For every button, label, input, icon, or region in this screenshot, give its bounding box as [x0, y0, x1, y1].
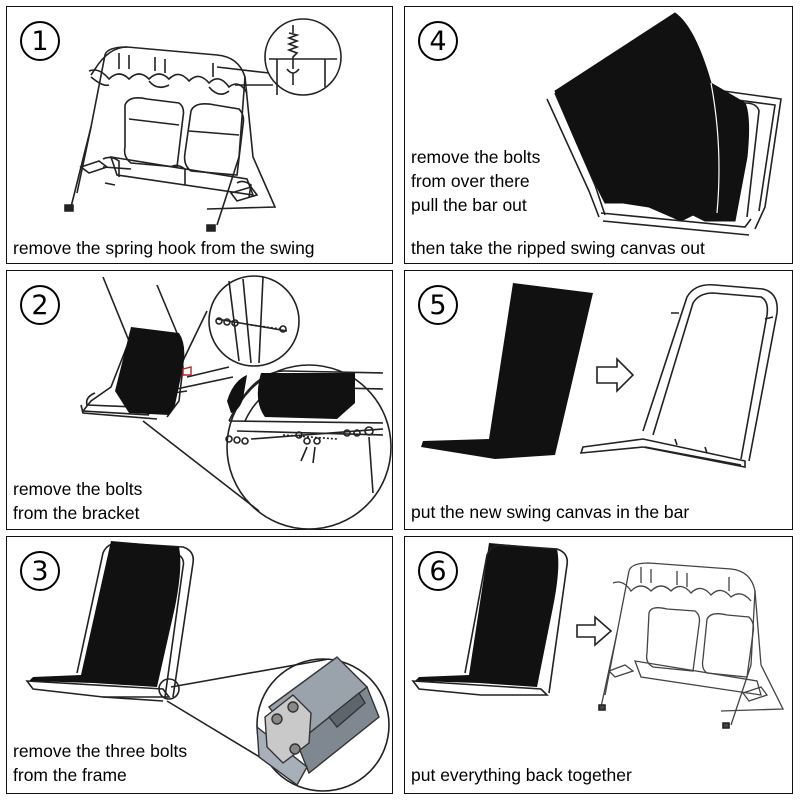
step-2-caption-line1: remove the bolts — [13, 479, 143, 499]
step-4-caption: then take the ripped swing canvas out — [411, 238, 705, 258]
step-3-caption-line2: from the frame — [13, 765, 127, 785]
step-6-panel: 6 put everything back together — [404, 536, 793, 794]
step-3-number: 3 — [20, 551, 60, 591]
step-4-number: 4 — [418, 21, 458, 61]
step-6-number: 6 — [418, 551, 458, 591]
step-5-number: 5 — [418, 285, 458, 325]
step-1-number: 1 — [20, 21, 60, 61]
step-2-panel: 2 remove the bolts from the bracket — [6, 270, 393, 530]
step-5-new-canvas-illustration — [421, 283, 794, 531]
step-1-swing-illustration — [7, 7, 394, 265]
step-5-panel: 5 put the new swing canvas in the bar — [404, 270, 793, 530]
step-4-panel: 4 remove the bolts from over there pull … — [404, 6, 793, 264]
step-2-number: 2 — [20, 285, 60, 325]
step-6-assembled-swing-illustration — [405, 543, 794, 795]
step-5-caption: put the new swing canvas in the bar — [411, 502, 690, 522]
step-1-caption: remove the spring hook from the swing — [13, 238, 315, 258]
arrow-right-icon — [577, 617, 611, 645]
step-3-caption-line1: remove the three bolts — [13, 741, 188, 761]
arrow-right-icon — [597, 359, 633, 391]
step-3-panel: 3 remove the three bolts from the frame — [6, 536, 393, 794]
step-4-ripped-canvas-illustration — [405, 7, 794, 265]
step-1-panel: 1 remove the spring hook from the swing — [6, 6, 393, 264]
step-6-caption: put everything back together — [411, 765, 632, 785]
step-4-caption-line2: from over there — [411, 171, 530, 191]
step-4-caption-line3: pull the bar out — [411, 195, 527, 215]
step-2-caption-line2: from the bracket — [13, 503, 140, 523]
step-3-frame-illustration — [7, 541, 394, 795]
step-2-bracket-illustration — [7, 271, 394, 531]
step-4-caption-line1: remove the bolts — [411, 147, 541, 167]
